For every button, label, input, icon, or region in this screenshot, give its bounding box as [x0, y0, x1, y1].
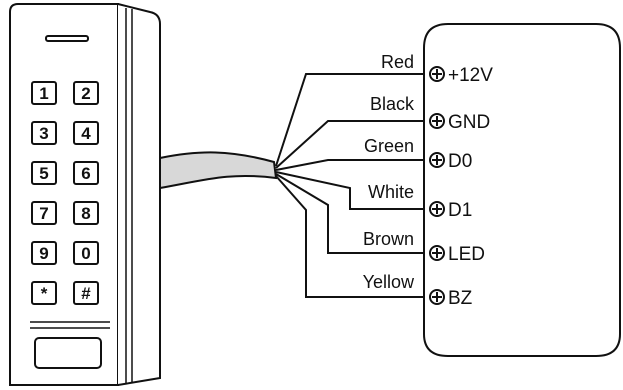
- wire-yellow: [275, 175, 430, 298]
- key-frame: [31, 201, 57, 225]
- key-frame: [31, 281, 57, 305]
- key-label: #: [81, 284, 91, 303]
- indicator-slot: [45, 35, 89, 42]
- key-label: *: [41, 284, 48, 303]
- keypad-key: 6: [73, 161, 99, 185]
- keypad-key: 5: [31, 161, 57, 185]
- card-reader-window: [34, 337, 102, 369]
- wire-label-black: Black: [370, 94, 415, 114]
- terminal-screws: [429, 66, 445, 305]
- keypad-key: 9: [31, 241, 57, 265]
- wire-green: [275, 159, 430, 171]
- keypad-device: [9, 3, 161, 386]
- terminal-label-d0: D0: [448, 151, 472, 172]
- keypad-key: 1: [31, 81, 57, 105]
- key-frame: [31, 241, 57, 265]
- keypad-key: *: [31, 281, 57, 305]
- terminal-label-gnd: GND: [448, 112, 490, 133]
- wire-red: [275, 73, 430, 167]
- keypad-key: 8: [73, 201, 99, 225]
- terminal-labels: +12V GND D0 D1 LED BZ: [448, 65, 493, 309]
- key-frame: [31, 81, 57, 105]
- keypad-key: 3: [31, 121, 57, 145]
- key-frame: [73, 241, 99, 265]
- screw-icon: [429, 289, 445, 305]
- terminal-label-d1: D1: [448, 200, 472, 221]
- keypad-key: 0: [73, 241, 99, 265]
- key-frame: [73, 121, 99, 145]
- cable-bundle: [159, 151, 278, 190]
- key-frame: [31, 121, 57, 145]
- key-label: 9: [39, 244, 48, 263]
- wire-labels: Red Black Green White Brown Yellow: [363, 52, 415, 292]
- wire-white: [275, 171, 430, 210]
- key-label: 2: [81, 84, 90, 103]
- keypad-key: #: [73, 281, 99, 305]
- wire-brown: [275, 173, 430, 254]
- terminal-label-led: LED: [448, 244, 485, 265]
- keypad-keys: 1 2 3 4 5 6 7 8 9 0 * #: [31, 81, 99, 305]
- key-label: 7: [39, 204, 48, 223]
- wire-label-yellow: Yellow: [363, 272, 415, 292]
- key-frame: [73, 161, 99, 185]
- key-label: 1: [39, 84, 48, 103]
- key-label: 4: [81, 124, 91, 143]
- screw-icon: [429, 152, 445, 168]
- key-frame: [73, 281, 99, 305]
- wire-label-green: Green: [364, 136, 414, 156]
- wire-label-brown: Brown: [363, 229, 414, 249]
- key-label: 6: [81, 164, 90, 183]
- terminal-label-12v: +12V: [448, 65, 493, 86]
- keypad-key: 4: [73, 121, 99, 145]
- key-frame: [31, 161, 57, 185]
- wire-label-white: White: [368, 182, 414, 202]
- key-label: 3: [39, 124, 48, 143]
- key-label: 0: [81, 244, 90, 263]
- screw-icon: [429, 66, 445, 82]
- wire-paths: [275, 73, 430, 298]
- keypad-key: 2: [73, 81, 99, 105]
- key-label: 5: [39, 164, 48, 183]
- screw-icon: [429, 113, 445, 129]
- screw-icon: [429, 245, 445, 261]
- key-frame: [73, 201, 99, 225]
- keypad-key: 7: [31, 201, 57, 225]
- terminal-label-bz: BZ: [448, 288, 473, 309]
- wire-label-red: Red: [381, 52, 414, 72]
- wire-black: [275, 120, 430, 169]
- key-frame: [73, 81, 99, 105]
- screw-icon: [429, 201, 445, 217]
- controller-box: [423, 23, 621, 357]
- key-label: 8: [81, 204, 90, 223]
